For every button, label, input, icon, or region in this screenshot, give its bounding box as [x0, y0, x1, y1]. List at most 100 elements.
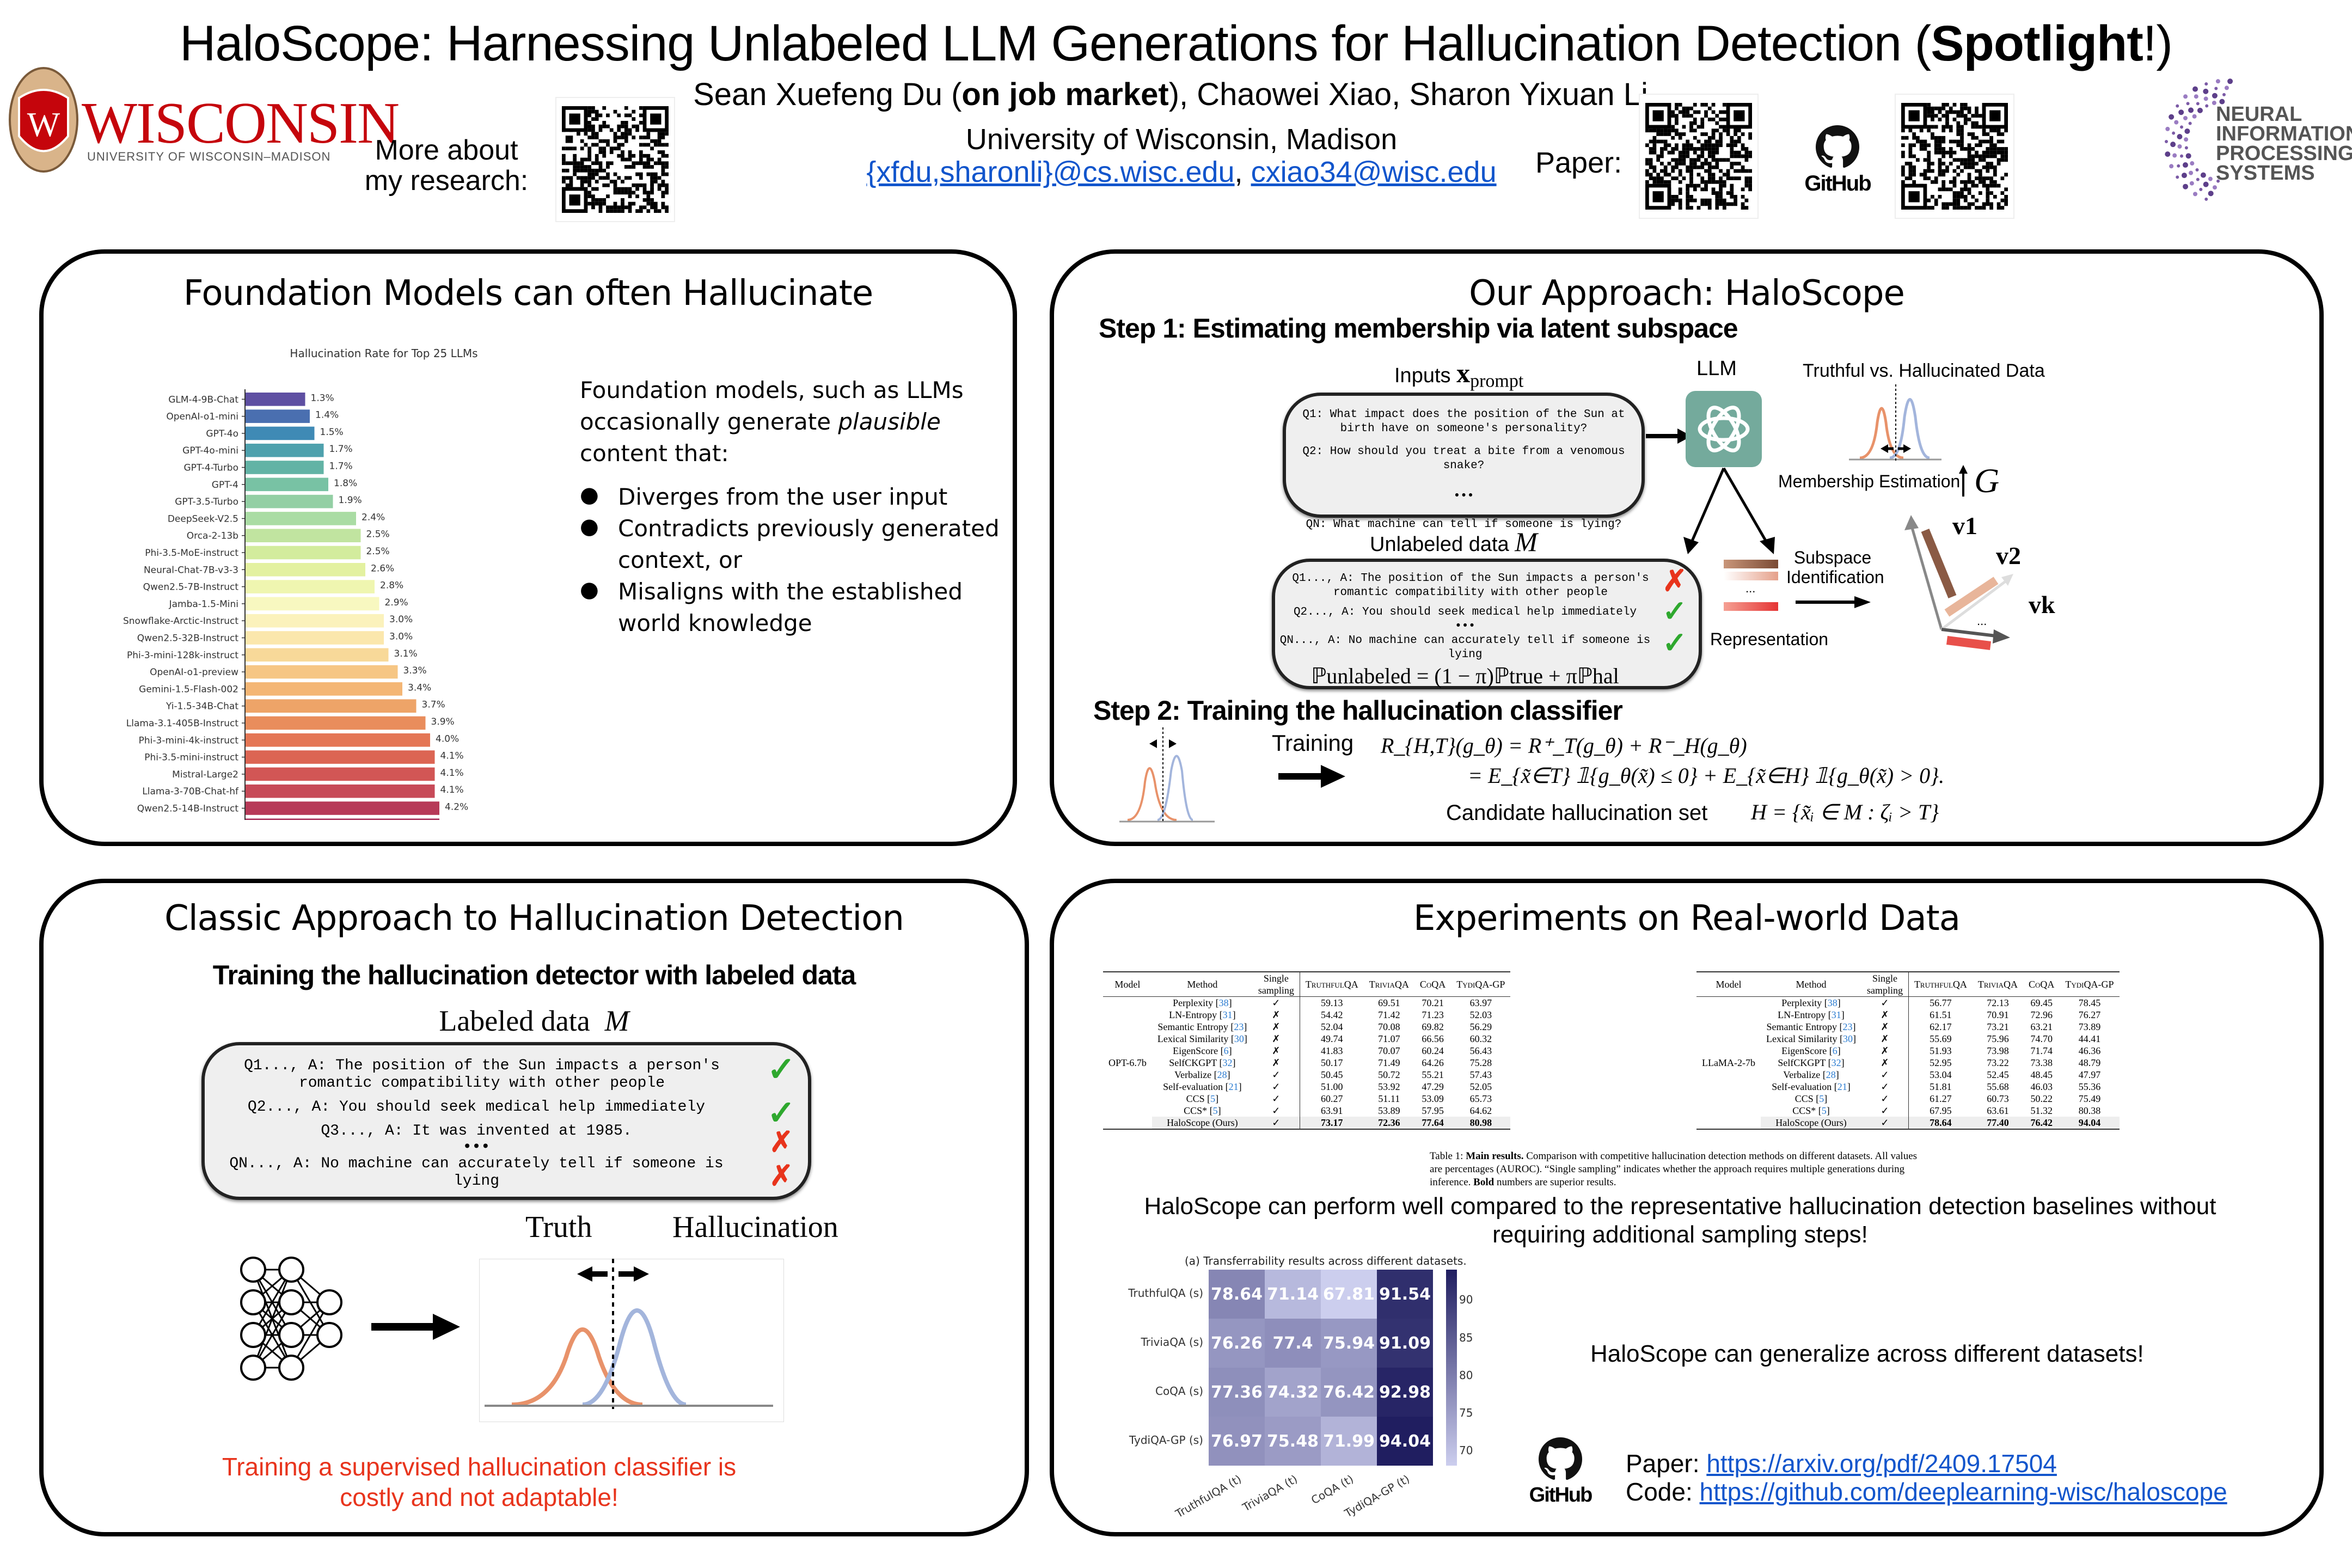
affiliation: University of Wisconsin, Madison: [965, 123, 1398, 156]
citation-link[interactable]: 38: [1827, 997, 1837, 1008]
bar-Jamba-1.5-Mini: [245, 597, 379, 611]
citation-link[interactable]: 5: [1819, 1093, 1824, 1104]
method-cell: SelfCKGPT [32]: [1169, 1057, 1236, 1068]
colorbar-tick-label: 85: [1459, 1331, 1473, 1344]
colorbar-tick-label: 70: [1459, 1444, 1473, 1457]
value-cell: 73.21: [1987, 1021, 2009, 1032]
citation-link[interactable]: 6: [1223, 1045, 1229, 1056]
citation-link[interactable]: 5: [1821, 1105, 1827, 1116]
neurips-dot: [2177, 164, 2180, 168]
bar-OpenAI-o1-preview: [245, 665, 398, 679]
single-sampling-cell: ✗: [1861, 1021, 1909, 1033]
value-label: 3.0%: [389, 632, 413, 642]
value-cell: 61.51: [1930, 1009, 1952, 1020]
method-name: LN-Entropy: [1778, 1009, 1826, 1020]
citation-link[interactable]: 21: [1228, 1081, 1239, 1092]
paper-qr-label: Paper:: [1535, 146, 1622, 179]
heatmap-col-label: CoQA (t): [1308, 1472, 1356, 1507]
value-cell: 66.56: [1422, 1033, 1444, 1044]
value-cell: 63.97: [1469, 997, 1492, 1008]
single-sampling-cell: ✓: [1861, 1093, 1909, 1105]
citation-link[interactable]: 6: [1832, 1045, 1837, 1056]
github-icon: [1539, 1437, 1583, 1480]
citation-link[interactable]: 28: [1826, 1069, 1836, 1080]
citation-link[interactable]: 32: [1222, 1057, 1233, 1068]
heatmap-cell: 74.32: [1265, 1368, 1321, 1417]
labeled-ellipsis: •••: [462, 1139, 491, 1156]
author-rest: ), Chaowei Xiao, Sharon Yixuan Li: [1168, 77, 1648, 112]
method-name: Self-evaluation: [1163, 1081, 1223, 1092]
citation-link[interactable]: 31: [1222, 1009, 1233, 1020]
citation-link[interactable]: 5: [1212, 1105, 1218, 1116]
citation-link[interactable]: 31: [1831, 1009, 1841, 1020]
caption-bold: Bold: [1473, 1177, 1494, 1188]
title-suffix: !): [2142, 16, 2173, 71]
unlabeled-ellipsis: •••: [1455, 620, 1475, 633]
category-label: DeepSeek-V2.5: [168, 513, 238, 524]
research-qr-code[interactable]: [555, 97, 675, 222]
value-cell: 41.83: [1321, 1045, 1343, 1056]
github-qr-code[interactable]: [1895, 94, 2014, 219]
value-cell: 77.64: [1414, 1117, 1451, 1129]
email-link-2[interactable]: cxiao34@wisc.edu: [1251, 156, 1497, 188]
bar-GLM-4-9B-Chat: [245, 393, 305, 406]
paper-qr-code[interactable]: [1639, 94, 1759, 219]
value-cell: 51.32: [2030, 1105, 2053, 1116]
citation-link[interactable]: 30: [1234, 1033, 1244, 1044]
category-label: Phi-3-mini-128k-instruct: [127, 650, 238, 661]
paper-link[interactable]: https://arxiv.org/pdf/2409.17504: [1706, 1449, 2057, 1478]
colorbar-tick-label: 90: [1459, 1293, 1473, 1307]
chart-title: Hallucination Rate for Top 25 LLMs: [290, 347, 477, 360]
check-mark-icon: ✓: [767, 1051, 795, 1088]
neurips-dot: [2227, 78, 2233, 84]
v1-label: v1: [1952, 512, 1977, 540]
llm-label: LLM: [1696, 357, 1737, 380]
value-cell: 60.24: [1422, 1045, 1444, 1056]
table-header-cell: Method: [1796, 979, 1827, 990]
citation-link[interactable]: 38: [1218, 997, 1229, 1008]
bar-Orca-2-13b: [245, 529, 361, 542]
method-name: EigenScore: [1781, 1045, 1827, 1056]
citation-link[interactable]: 5: [1210, 1093, 1216, 1104]
citation-link[interactable]: 32: [1831, 1057, 1841, 1068]
bar-GPT-3.5-Turbo: [245, 494, 333, 509]
citation-link[interactable]: 21: [1837, 1081, 1847, 1092]
panel-title: Classic Approach to Hallucination Detect…: [164, 898, 904, 939]
category-label: Snowflake-Arctic-Instruct: [123, 616, 238, 627]
single-sampling-cell: ✗: [1861, 1057, 1909, 1069]
labeled-data-label: Labeled data M: [44, 1004, 1025, 1038]
value-label: 4.2%: [445, 819, 468, 820]
cross-mark-icon: ✗: [1662, 565, 1687, 597]
labeled-item: Q2..., A: You should seek medical help i…: [247, 1099, 706, 1116]
method-cell: HaloScope (Ours): [1760, 1117, 1861, 1129]
value-label: 1.7%: [329, 461, 353, 472]
code-link[interactable]: https://github.com/deeplearning-wisc/hal…: [1699, 1478, 2227, 1506]
uw-logo: W: [5, 65, 82, 180]
citation-link[interactable]: 23: [1842, 1021, 1853, 1032]
method-name: Verbalize: [1174, 1069, 1212, 1080]
caption-lead: Table 1:: [1430, 1150, 1466, 1162]
bar-Mistral-Large2: [245, 767, 435, 781]
email-link-1[interactable]: {xfdu,sharonli}@cs.wisc.edu: [866, 156, 1235, 188]
value-label: 1.3%: [311, 393, 334, 403]
caption-text: Comparison with competitive hallucinatio…: [1430, 1150, 1918, 1188]
heatmap-cell: 91.09: [1377, 1319, 1433, 1368]
table-header-cell: Model: [1114, 979, 1141, 990]
single-sampling-cell: ✗: [1252, 1009, 1300, 1021]
value-cell: 71.42: [1378, 1009, 1400, 1020]
panel-our-approach: Our Approach: HaloScope Step 1: Estimati…: [1050, 249, 2324, 846]
uw-crest-icon: W: [9, 67, 78, 173]
citation-link[interactable]: 28: [1217, 1069, 1227, 1080]
nn-node: [316, 1322, 342, 1348]
neurips-dot: [2184, 146, 2188, 150]
neurips-dot: [2212, 101, 2216, 106]
value-cell: 57.95: [1422, 1105, 1444, 1116]
value-cell: 63.61: [1987, 1105, 2009, 1116]
neurips-dot: [2165, 140, 2168, 143]
citation-link[interactable]: 30: [1842, 1033, 1853, 1044]
citation-link[interactable]: 23: [1234, 1021, 1244, 1032]
colorbar-tick-label: 75: [1459, 1406, 1473, 1420]
